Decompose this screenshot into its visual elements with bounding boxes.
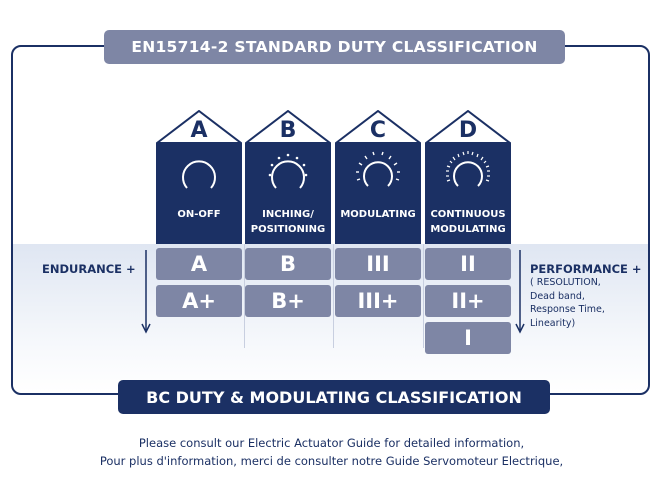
column-label-line1: INCHING/: [262, 209, 314, 220]
endurance-label: ENDURANCE +: [42, 262, 136, 276]
column-label-line1: CONTINUOUS: [430, 209, 506, 220]
column-label-line2: POSITIONING: [250, 224, 326, 235]
column-body: MODULATING: [335, 144, 421, 244]
duty-column-d: D CONTINUOUS MODULATING: [425, 110, 511, 244]
column-body: CONTINUOUS MODULATING: [425, 144, 511, 244]
column-letter: D: [458, 118, 478, 143]
house-roof-shape: [335, 110, 421, 144]
dial-continuous-icon: [446, 151, 490, 187]
performance-notes: ( RESOLUTION, Dead band, Response Time, …: [530, 276, 650, 330]
column-divider: [244, 244, 245, 348]
column-letter: B: [279, 118, 297, 143]
column-label-line1: MODULATING: [340, 209, 416, 220]
class-cell-ii: II: [425, 248, 511, 280]
column-divider: [333, 244, 334, 348]
house-roof-shape: [156, 110, 242, 144]
column-divider: [423, 244, 424, 348]
performance-note: ( RESOLUTION,: [530, 277, 601, 288]
performance-note: Dead band,: [530, 290, 585, 302]
column-letter: C: [369, 118, 387, 143]
class-cell-a-plus: A+: [156, 285, 242, 317]
column-letter: A: [190, 118, 208, 143]
class-cell-a: A: [156, 248, 242, 280]
performance-note: Linearity): [530, 317, 576, 329]
performance-arrow-icon: [515, 250, 525, 334]
column-label-line1: ON-OFF: [177, 209, 221, 220]
column-body: INCHING/ POSITIONING: [245, 144, 331, 244]
footer-note-fr: Pour plus d'information, merci de consul…: [99, 454, 564, 468]
column-body: ON-OFF: [156, 144, 242, 244]
class-cell-b-plus: B+: [245, 285, 331, 317]
column-label-line2: MODULATING: [430, 224, 506, 235]
class-cell-ii-plus: II+: [425, 285, 511, 317]
dial-on-off-icon: [182, 160, 216, 189]
class-cell-iii-plus: III+: [335, 285, 421, 317]
house-roof-shape: [425, 110, 511, 144]
performance-note: Response Time,: [530, 304, 605, 315]
bc-classification-title: BC DUTY & MODULATING CLASSIFICATION: [118, 380, 550, 414]
class-cell-iii: III: [335, 248, 421, 280]
dial-modulating-icon: [356, 151, 400, 187]
duty-column-a: A ON-OFF: [156, 110, 242, 244]
footer-note-en: Please consult our Electric Actuator Gui…: [138, 436, 525, 450]
dial-inching-icon: [268, 153, 308, 189]
standard-title: EN15714-2 STANDARD DUTY CLASSIFICATION: [104, 30, 565, 64]
duty-column-c: C MODULATING: [335, 110, 421, 244]
class-cell-b: B: [245, 248, 331, 280]
house-roof-shape: [245, 110, 331, 144]
duty-column-b: B INCHING/ POSITIONING: [245, 110, 331, 244]
endurance-arrow-icon: [141, 250, 151, 334]
class-cell-i: I: [425, 322, 511, 354]
performance-label: PERFORMANCE +: [530, 262, 642, 276]
